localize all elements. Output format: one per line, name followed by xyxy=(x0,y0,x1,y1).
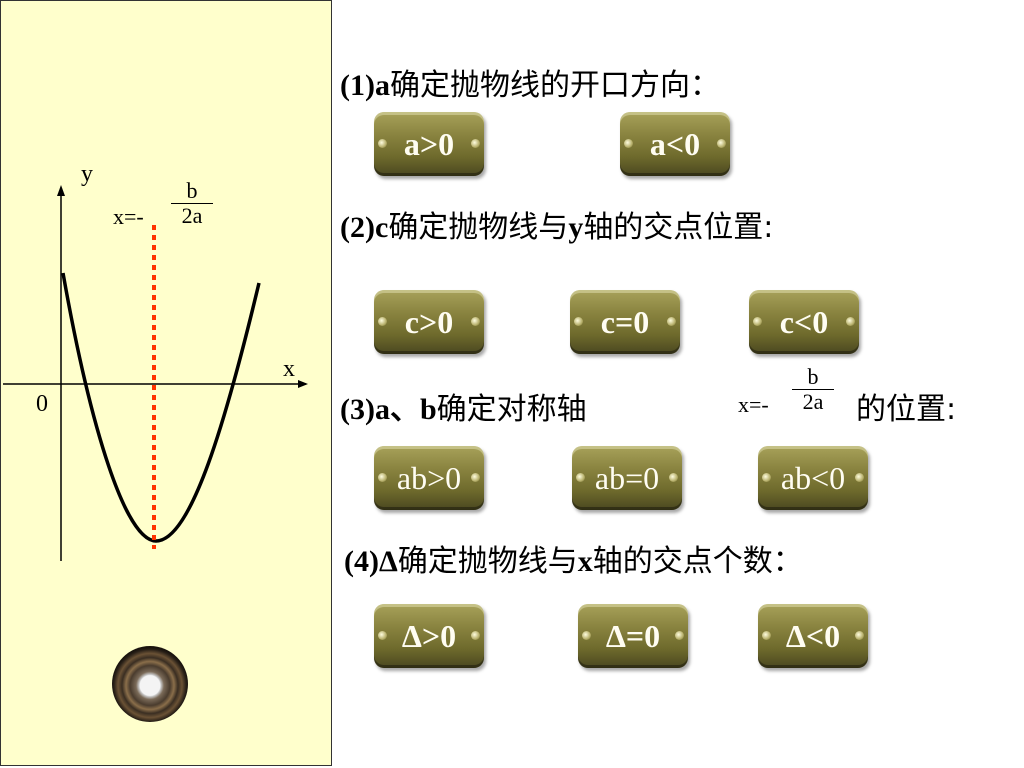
x-axis-arrow-icon xyxy=(298,380,308,388)
rivet-icon xyxy=(667,317,676,326)
question-3-fraction: b 2a xyxy=(792,365,834,414)
button-label: c<0 xyxy=(779,304,829,340)
question-3-eq-prefix: x=- xyxy=(738,392,769,417)
question-2-var2: y xyxy=(568,211,584,244)
fraction-numerator: b xyxy=(186,178,198,203)
question-2-text2: 轴的交点位置: xyxy=(583,210,774,245)
rivet-icon xyxy=(574,317,583,326)
rivet-icon xyxy=(471,631,480,640)
button-c-zero[interactable]: c=0 xyxy=(570,290,680,354)
button-label: a>0 xyxy=(403,126,455,162)
button-delta-positive[interactable]: Δ>0 xyxy=(374,604,484,668)
question-3-prefix: (3)a、b确定对称轴 xyxy=(340,384,587,428)
question-2-text: 确定抛物线与 xyxy=(388,210,569,245)
button-c-positive[interactable]: c>0 xyxy=(374,290,484,354)
question-4-var2: x xyxy=(577,545,593,578)
x-axis-label: x xyxy=(283,356,295,382)
question-2-var: c xyxy=(374,211,389,244)
question-1-number: (1) xyxy=(340,69,375,102)
parabola-curve xyxy=(61,272,261,543)
button-label: Δ>0 xyxy=(401,618,457,654)
button-label: ab<0 xyxy=(780,460,846,496)
question-1-text: 确定抛物线的开口方向： xyxy=(389,68,720,103)
graph-axis-eq-prefix: x=- xyxy=(113,204,144,229)
question-2-number: (2) xyxy=(340,211,375,244)
button-label: ab>0 xyxy=(396,460,462,496)
question-3-text2: 的位置: xyxy=(856,392,957,427)
button-a-positive[interactable]: a>0 xyxy=(374,112,484,176)
metallic-orb-icon[interactable] xyxy=(112,646,188,722)
question-3-suffix: 的位置: xyxy=(856,384,956,428)
rivet-icon xyxy=(846,317,855,326)
question-4-text: 确定抛物线与 xyxy=(397,544,578,579)
button-a-negative[interactable]: a<0 xyxy=(620,112,730,176)
rivet-icon xyxy=(762,631,771,640)
y-axis-arrow-icon xyxy=(57,185,65,196)
button-delta-zero[interactable]: Δ=0 xyxy=(578,604,688,668)
graph-panel: y x 0 x=- b 2a xyxy=(0,0,332,766)
question-1: (1)a确定抛物线的开口方向： xyxy=(340,60,720,104)
button-ab-negative[interactable]: ab<0 xyxy=(758,446,868,510)
button-label: c=0 xyxy=(600,304,650,340)
fraction-numerator: b xyxy=(807,364,819,389)
rivet-icon xyxy=(378,139,387,148)
button-label: c>0 xyxy=(404,304,454,340)
question-3-number: (3) xyxy=(340,393,375,426)
question-1-var: a xyxy=(374,69,390,102)
button-ab-zero[interactable]: ab=0 xyxy=(572,446,682,510)
origin-label: 0 xyxy=(36,391,48,417)
button-delta-negative[interactable]: Δ<0 xyxy=(758,604,868,668)
rivet-icon xyxy=(576,473,585,482)
rivet-icon xyxy=(717,139,726,148)
question-4-number: (4) xyxy=(344,545,379,578)
fraction-denominator: 2a xyxy=(792,389,834,414)
rivet-icon xyxy=(471,317,480,326)
question-4: (4)Δ确定抛物线与x轴的交点个数： xyxy=(344,536,803,580)
fraction-denominator: 2a xyxy=(171,203,213,228)
rivet-icon xyxy=(753,317,762,326)
parabola-graph xyxy=(3,185,308,561)
rivet-icon xyxy=(762,473,771,482)
rivet-icon xyxy=(471,473,480,482)
rivet-icon xyxy=(855,473,864,482)
rivet-icon xyxy=(378,473,387,482)
y-axis-label: y xyxy=(81,161,93,187)
button-c-negative[interactable]: c<0 xyxy=(749,290,859,354)
question-4-var: Δ xyxy=(378,545,398,578)
rivet-icon xyxy=(378,631,387,640)
question-4-text2: 轴的交点个数： xyxy=(592,544,803,579)
rivet-icon xyxy=(378,317,387,326)
button-ab-positive[interactable]: ab>0 xyxy=(374,446,484,510)
question-3-text: 确定对称轴 xyxy=(436,392,587,427)
rivet-icon xyxy=(582,631,591,640)
rivet-icon xyxy=(471,139,480,148)
button-label: Δ=0 xyxy=(605,618,661,654)
button-label: Δ<0 xyxy=(785,618,841,654)
rivet-icon xyxy=(669,473,678,482)
rivet-icon xyxy=(855,631,864,640)
button-label: ab=0 xyxy=(594,460,660,496)
button-label: a<0 xyxy=(649,126,701,162)
question-3-var: a、b xyxy=(374,393,437,426)
graph-axis-fraction: b 2a xyxy=(171,179,213,228)
rivet-icon xyxy=(675,631,684,640)
question-2: (2)c确定抛物线与y轴的交点位置: xyxy=(340,202,773,246)
rivet-icon xyxy=(624,139,633,148)
